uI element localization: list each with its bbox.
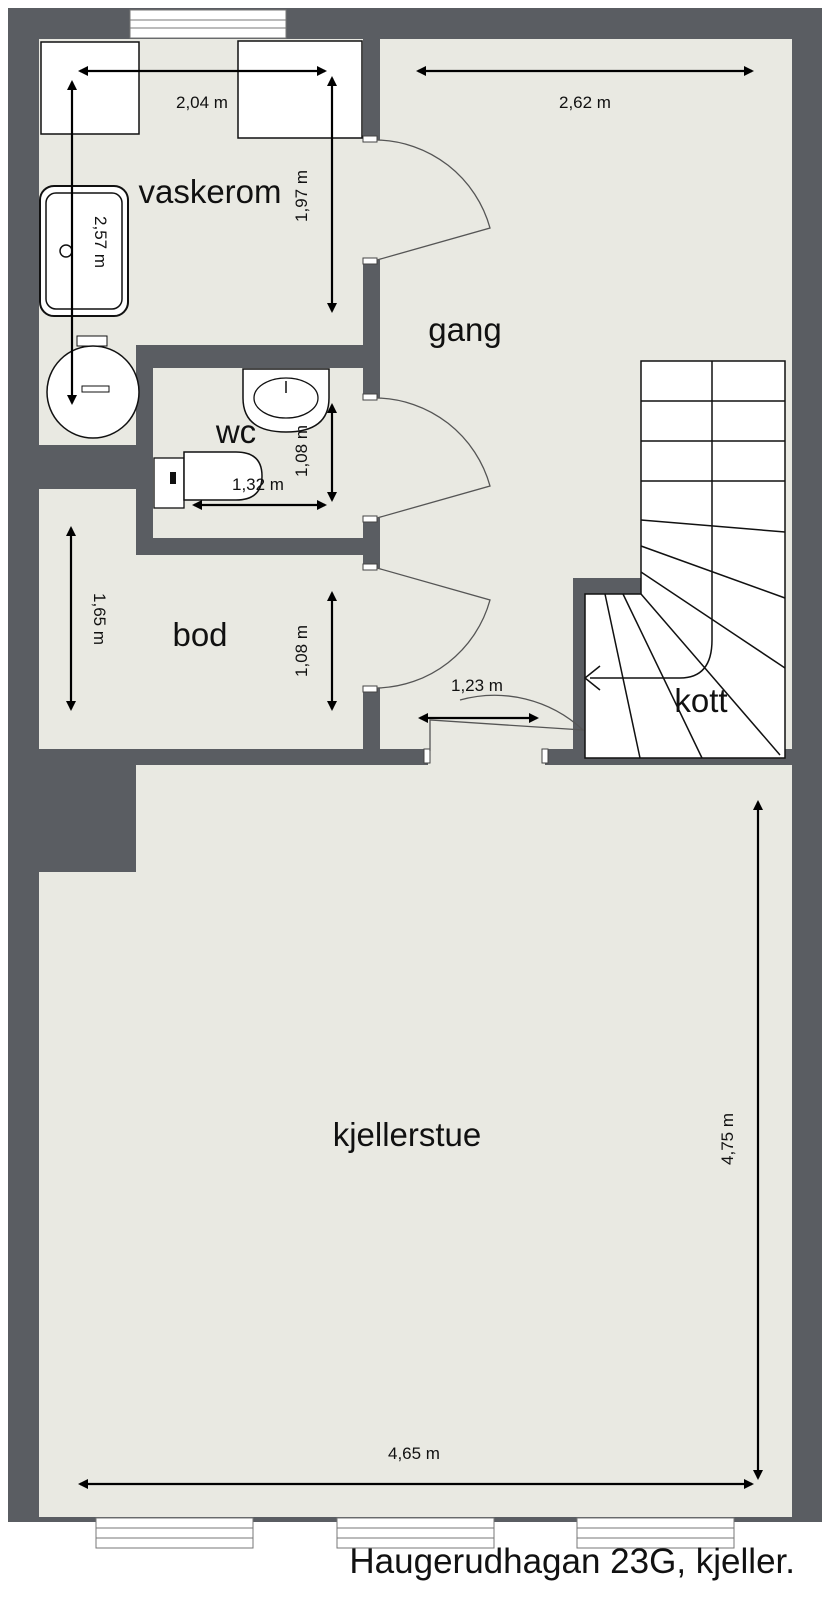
door-wc [376,397,491,519]
room-label-gang: gang [428,311,501,348]
toilet-icon [153,451,263,509]
room-label-kjellerstue: kjellerstue [333,1116,482,1153]
wall-pillar [39,760,136,872]
floor-bod [39,489,363,749]
door-opening-kott [428,749,545,765]
dim-gang-width: 2,62 m [559,93,611,112]
dim-vaskerom-width: 2,04 m [176,93,228,112]
dim-kjellerstue-width: 4,65 m [388,1444,440,1463]
room-label-bod: bod [172,616,227,653]
wall-bod-bottom [39,749,426,765]
door-kott [429,694,585,751]
wall-wc-top [136,350,380,367]
utility-sink-icon [39,185,129,317]
wall-vaskerom-bod [39,445,136,489]
washer-appliance [40,41,140,135]
wall-kott-top [573,578,641,594]
window-bottom-1 [95,1517,254,1549]
room-label-vaskerom: vaskerom [138,173,281,210]
dim-vaskerom-inner: 1,97 m [292,170,311,222]
window-bottom-3 [576,1517,735,1549]
dim-bod-depth: 1,65 m [90,593,109,645]
windows [95,9,735,1549]
wall-wc-left [136,350,153,555]
dim-bod-inner: 1,08 m [292,625,311,677]
door-jambs [362,135,549,764]
room-label-wc: wc [215,413,256,450]
counter-appliance [237,40,363,139]
plan-caption: Haugerudhagan 23G, kjeller. [349,1542,795,1581]
dim-wc-width: 1,32 m [232,475,284,494]
wall-kott-left [573,578,585,758]
dim-wc-depth: 1,08 m [292,425,311,477]
floor-kjellerstue [39,765,792,1517]
dim-kott-width: 1,23 m [451,676,503,695]
dimension-lines [66,66,763,1489]
door-vaskerom [376,139,491,261]
wall-wc-bottom [136,538,380,555]
window-top [129,9,287,39]
door-bod [376,567,491,689]
washbasin-icon [242,368,330,433]
room-label-kott: kott [674,682,727,719]
staircase-icon [583,360,786,759]
door-opening-wc [363,398,380,518]
dim-kjellerstue-depth: 4,75 m [718,1113,737,1165]
dim-vaskerom-depth: 2,57 m [91,216,110,268]
window-bottom-2 [336,1517,495,1549]
door-opening-bod [363,568,380,688]
door-opening-vaskerom [363,140,380,260]
